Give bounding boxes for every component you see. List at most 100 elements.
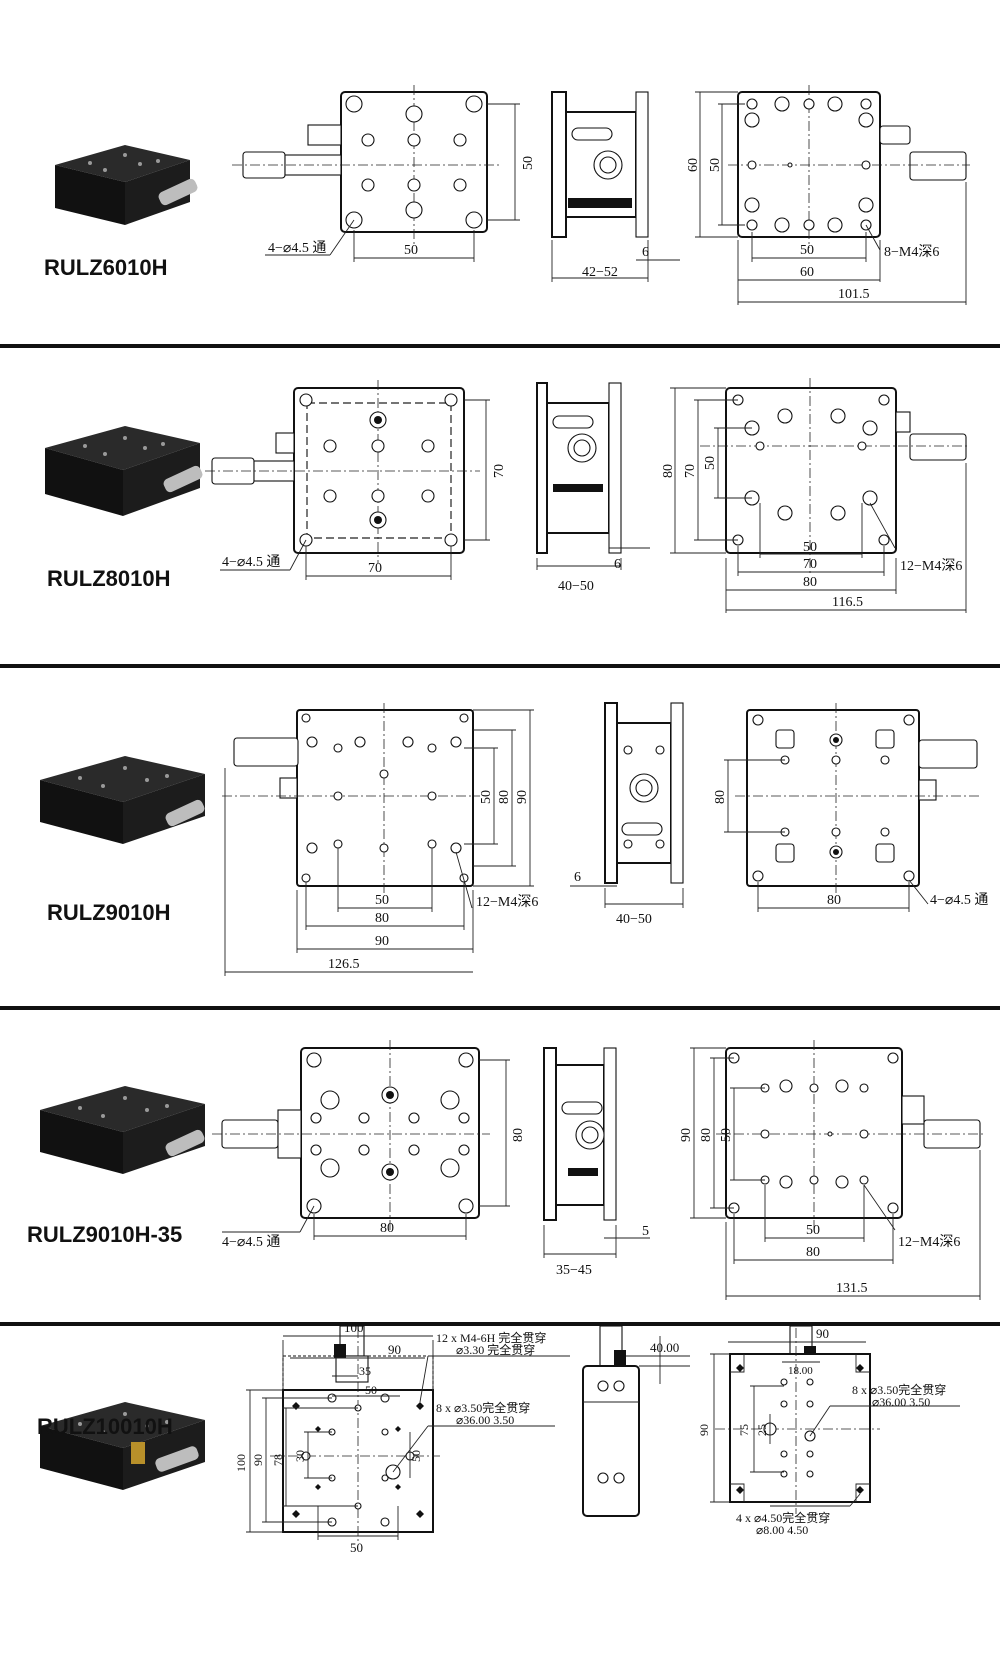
side-view-drawing (582, 1325, 690, 1517)
row-separator (0, 1322, 1000, 1326)
front-dim-left-90: 90 (251, 1454, 265, 1466)
front-dim-bottom: 50 (404, 243, 418, 258)
back-dim-b3: 101.5 (838, 287, 870, 302)
back-dim-b3: 80 (803, 575, 817, 590)
front-dim-b3: 90 (375, 934, 389, 949)
back-dim-left: 80 (713, 790, 728, 804)
side-view-drawing (543, 1047, 650, 1258)
back-thread-note: 12−M4深6 (898, 1234, 960, 1250)
front-view-drawing (205, 380, 490, 580)
front-dim-b1: 50 (375, 893, 389, 908)
row-rulz9010h: RULZ9010H (0, 668, 1000, 1006)
front-note2-b: ⌀36.00 3.50 (456, 1413, 514, 1427)
back-dim-bottom: 80 (827, 893, 841, 908)
product-photo-rulz9010h-35 (40, 1086, 205, 1174)
back-dim-b1: 50 (800, 243, 814, 258)
front-view-drawing (246, 1325, 570, 1541)
front-dim-right-outer: 90 (515, 790, 530, 804)
side-offset: 6 (642, 245, 649, 260)
side-offset: 5 (642, 1224, 649, 1239)
model-label: RULZ8010H (47, 566, 171, 591)
front-dim-right: 70 (492, 464, 507, 478)
back-dim-left-75: 75 (737, 1424, 751, 1436)
back-dim-left-outer: 80 (661, 464, 676, 478)
side-dim-40: 40.00 (650, 1340, 679, 1355)
model-label: RULZ10010H (37, 1414, 173, 1439)
side-view-drawing (536, 382, 650, 570)
front-dim-50a: 50 (365, 1383, 377, 1397)
model-label: RULZ9010H (47, 900, 171, 925)
product-photo-rulz9010h (40, 756, 205, 844)
row-rulz6010h: RULZ6010H (0, 0, 1000, 345)
side-width-range: 42−52 (582, 265, 618, 280)
side-width-range: 35−45 (556, 1263, 592, 1278)
model-label: RULZ6010H (44, 255, 168, 280)
back-view-drawing (724, 703, 980, 912)
side-width-range: 40−50 (558, 579, 594, 594)
back-dim-b1: 50 (806, 1223, 820, 1238)
front-dim-top: 100 (344, 1320, 364, 1335)
row-separator (0, 344, 1000, 348)
front-dim-bottom: 80 (380, 1221, 394, 1236)
back-dim-left-inner: 50 (703, 456, 718, 470)
row-rulz8010h: RULZ8010H (0, 348, 1000, 664)
back-thread-note: 12−M4深6 (900, 558, 962, 574)
front-hole-note: 4−⌀4.5 通 (222, 554, 280, 570)
back-hole-note: 4−⌀4.5 通 (930, 892, 988, 908)
back-dim-left-outer: 90 (679, 1128, 694, 1142)
front-dim-left-30: 30 (293, 1450, 307, 1462)
front-note1-b: ⌀3.30 完全贯穿 (456, 1342, 535, 1357)
back-note1-b: ⌀36.00 3.50 (872, 1395, 930, 1409)
side-offset: 6 (574, 870, 581, 885)
back-dim-18: 18.00 (788, 1365, 813, 1377)
front-hole-note: 4−⌀4.5 通 (222, 1234, 280, 1250)
back-note2-b: ⌀8.00 4.50 (756, 1523, 808, 1537)
back-dim-left-outer: 60 (686, 158, 701, 172)
back-dim-left-mid: 80 (699, 1128, 714, 1142)
back-dim-top: 90 (816, 1326, 829, 1341)
front-dim-right-mid: 80 (497, 790, 512, 804)
front-dim-35: 35 (359, 1364, 371, 1378)
front-dim-right: 50 (521, 156, 536, 170)
front-dim-left-100: 100 (234, 1454, 248, 1472)
back-view-drawing (690, 1040, 985, 1300)
front-view-drawing (222, 703, 534, 976)
front-view-drawing (232, 85, 520, 262)
front-dim-top-inner: 90 (388, 1342, 401, 1357)
front-dim-left-78: 78 (271, 1454, 285, 1466)
back-note2-a: 4 x ⌀4.50完全贯穿 (736, 1510, 830, 1525)
row-separator (0, 1006, 1000, 1010)
front-note2-a: 8 x ⌀3.50完全贯穿 (436, 1400, 530, 1415)
back-dim-left-25: 25 (755, 1424, 769, 1436)
front-view-drawing (212, 1040, 510, 1240)
back-dim-left-inner: 50 (708, 158, 723, 172)
back-dim-b4: 116.5 (832, 595, 863, 610)
back-thread-note: 8−M4深6 (884, 244, 939, 260)
back-view-drawing (710, 1325, 960, 1514)
row-separator (0, 664, 1000, 668)
front-dim-b2: 80 (375, 911, 389, 926)
front-hole-note: 4−⌀4.5 通 (268, 240, 326, 256)
side-width-range: 40−50 (616, 912, 652, 927)
front-dim-bottom: 70 (368, 561, 382, 576)
row-rulz9010h-35: RULZ9010H-35 (0, 1010, 1000, 1322)
side-view-drawing (570, 702, 684, 908)
back-dim-b2: 70 (803, 557, 817, 572)
front-dim-right: 80 (511, 1128, 526, 1142)
back-dim-left-90: 90 (697, 1424, 711, 1436)
side-view-drawing (551, 91, 680, 282)
back-dim-b2: 80 (806, 1245, 820, 1260)
product-photo-rulz8010h (45, 426, 203, 516)
model-label: RULZ9010H-35 (27, 1222, 183, 1247)
front-thread-note: 12−M4深6 (476, 894, 538, 910)
back-note1-a: 8 x ⌀3.50完全贯穿 (852, 1382, 946, 1397)
product-photo-rulz6010h (55, 145, 198, 225)
front-dim-bottom-50: 50 (350, 1540, 363, 1555)
row-rulz10010h: RULZ10010H (0, 1320, 1000, 1661)
back-dim-b3: 131.5 (836, 1281, 868, 1296)
back-dim-b2: 60 (800, 265, 814, 280)
back-view-drawing (695, 85, 970, 305)
back-dim-left-mid: 70 (683, 464, 698, 478)
front-note1-a: 12 x M4-6H 完全贯穿 (436, 1330, 546, 1345)
front-dim-right-inner: 50 (479, 790, 494, 804)
